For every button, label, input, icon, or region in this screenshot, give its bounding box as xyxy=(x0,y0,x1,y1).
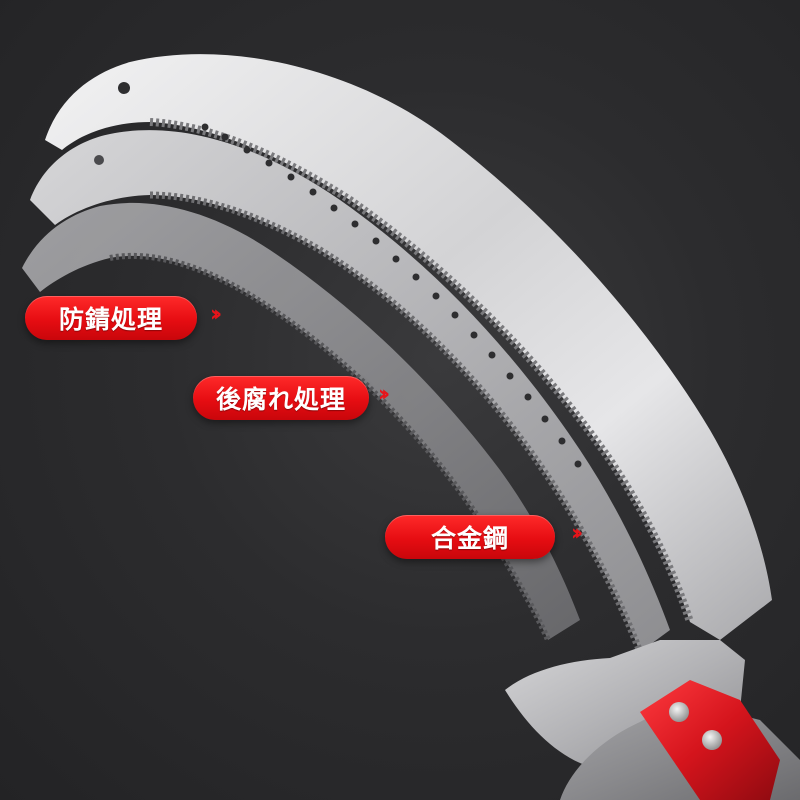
feature-label-post-treatment: 後腐れ処理 xyxy=(193,376,369,420)
bolt-icon xyxy=(702,730,722,750)
double-chevron-right-icon: ›› xyxy=(210,302,222,327)
double-chevron-right-icon: ›› xyxy=(378,382,390,407)
blade-middle xyxy=(30,130,670,654)
blade-back xyxy=(22,202,580,642)
feature-label-alloy-steel: 合金鋼 xyxy=(385,515,555,559)
feature-label-rust-proof: 防錆処理 xyxy=(25,296,197,340)
blade-front xyxy=(45,54,772,641)
bolt-icon xyxy=(669,702,689,722)
saw-handle xyxy=(505,640,800,800)
double-chevron-right-icon: ›› xyxy=(571,521,583,546)
